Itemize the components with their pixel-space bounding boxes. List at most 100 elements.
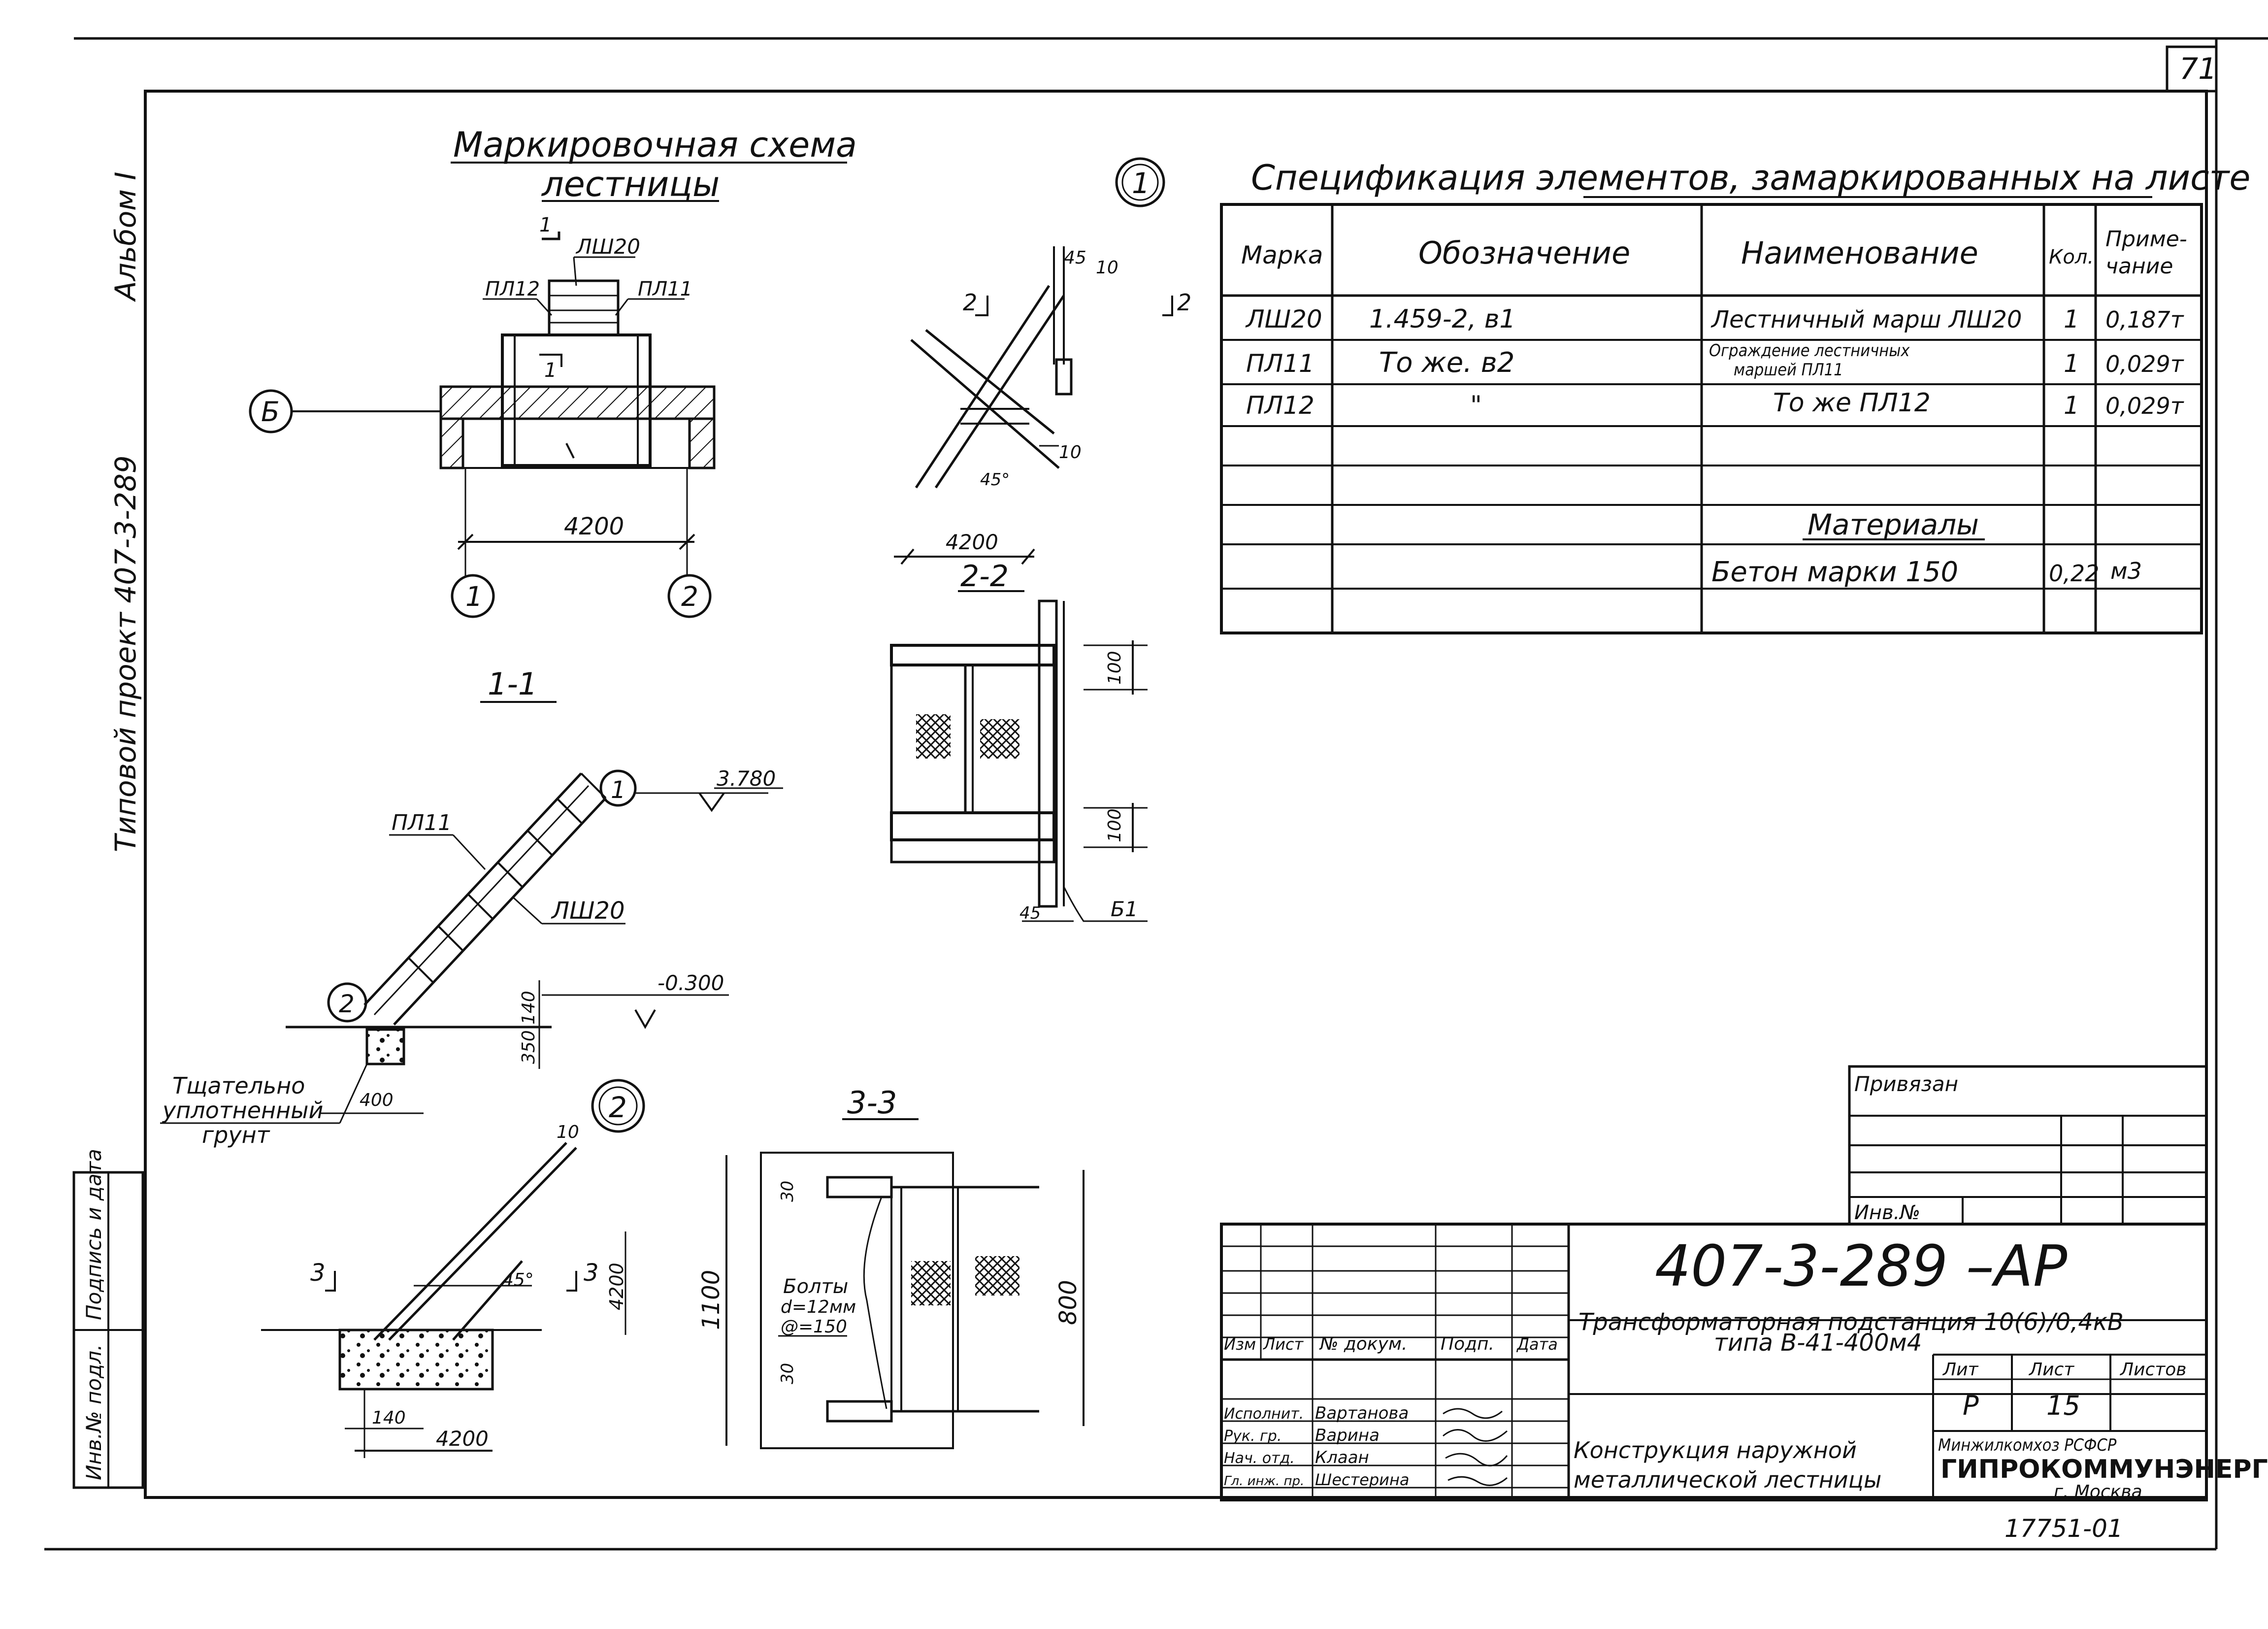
row3-note: 0,029т — [2105, 393, 2184, 419]
svg-text:Гл. инж. пр.: Гл. инж. пр. — [1224, 1474, 1304, 1489]
material-qty: 0,22 — [2049, 560, 2099, 587]
section-3-3-title: 3-3 — [847, 1085, 897, 1121]
dim-1100: 1100 — [697, 1270, 725, 1330]
org-line-2: ГИПРОКОММУНЭНЕРГО — [1940, 1455, 2268, 1484]
soil-note-3: грунт — [202, 1122, 270, 1148]
svg-text:100: 100 — [1105, 651, 1125, 685]
signed-label: Подпись и дата — [82, 1149, 106, 1320]
hdr-doc: № докум. — [1319, 1334, 1407, 1354]
soil-note-2: уплотненный — [162, 1097, 323, 1124]
hdr-lit: Лит — [1942, 1360, 1978, 1380]
pl11-label: ПЛ11 — [638, 278, 692, 300]
hdr-date: Дата — [1516, 1335, 1558, 1354]
section-1-1: 1-1 1 3.780 ПЛ11 ЛШ20 2 -0.30 — [160, 666, 783, 1148]
svg-text:45°: 45° — [502, 1270, 534, 1290]
node1-dim-4200: 4200 — [946, 530, 998, 554]
axis-b: Б — [261, 396, 280, 428]
hdr-sign: Подп. — [1441, 1334, 1494, 1354]
svg-text:Исполнит.: Исполнит. — [1224, 1405, 1304, 1423]
section-1-1-title: 1-1 — [488, 666, 537, 702]
cut-2-left: 2 — [963, 289, 977, 316]
col-designation: Обозначение — [1418, 235, 1630, 271]
materials-header: Материалы — [1808, 508, 1979, 541]
row2-note: 0,029т — [2105, 351, 2184, 377]
row1-designation: 1.459-2, в1 — [1369, 304, 1516, 334]
bolts-label-2: d=12мм — [781, 1297, 856, 1317]
col-mark: Марка — [1241, 241, 1323, 269]
section-node-2: 2 — [339, 990, 355, 1018]
drawing-name-2: металлической лестницы — [1574, 1466, 1881, 1493]
lsh20-leader: ЛШ20 — [551, 897, 625, 925]
spec-title: Спецификация элементов, замаркированных … — [1251, 158, 2251, 198]
pl11-leader: ПЛ11 — [392, 810, 452, 835]
album-label: Альбом I — [109, 172, 142, 302]
col-name: Наименование — [1741, 235, 1978, 271]
svg-text:1: 1 — [544, 359, 557, 382]
elev-top: 3.780 — [717, 766, 776, 791]
svg-text:Рук. гр.: Рук. гр. — [1224, 1428, 1282, 1445]
section-3-3: 3-3 1100 800 30 30 Болты d=12мм @=150 — [697, 1085, 1085, 1449]
bolts-label-3: @=150 — [781, 1317, 847, 1337]
row1-note: 0,187т — [2105, 306, 2184, 333]
svg-text:350: 350 — [519, 1030, 539, 1064]
col-note-2: чание — [2105, 254, 2173, 279]
svg-text:10: 10 — [557, 1122, 579, 1142]
row1-name: Лестничный марш ЛШ20 — [1710, 306, 2022, 333]
dim-4200-plan: 4200 — [564, 513, 624, 540]
row2-designation: То же. в2 — [1379, 347, 1514, 379]
svg-text:Вартанова: Вартанова — [1315, 1403, 1409, 1423]
stage-value: Р — [1963, 1390, 1979, 1421]
binding-inv: Инв.№ — [1854, 1201, 1920, 1224]
dim-800: 800 — [1054, 1280, 1082, 1325]
row3-designation: " — [1470, 391, 1482, 420]
svg-text:4200: 4200 — [436, 1427, 489, 1451]
svg-text:Клаан: Клаан — [1315, 1448, 1369, 1467]
row3-mark: ПЛ12 — [1246, 391, 1315, 420]
sheet-frame: 71 — [44, 37, 2268, 1551]
sheet-number: 71 — [2179, 52, 2217, 86]
svg-text:1: 1 — [539, 214, 552, 236]
svg-text:45°: 45° — [980, 470, 1010, 490]
svg-text:30: 30 — [778, 1181, 797, 1202]
section-2-2-detail: 100 100 45 Б1 — [890, 599, 1148, 923]
cut-2-right: 2 — [1177, 289, 1191, 316]
pl12-label: ПЛ12 — [485, 278, 540, 300]
org-line-1: Минжилкомхоз РСФСР — [1938, 1435, 2117, 1455]
svg-text:4200: 4200 — [606, 1263, 627, 1310]
cut-3-right: 3 — [584, 1259, 599, 1287]
marking-scheme: Маркировочная схема лестницы 1 ЛШ20 ПЛ12… — [249, 125, 857, 618]
svg-text:Шестерина: Шестерина — [1315, 1470, 1409, 1489]
row2-name: Ограждение лестничных — [1709, 341, 1910, 361]
section-2-2-title: 2-2 — [960, 559, 1009, 594]
marking-title-2: лестницы — [541, 164, 720, 204]
axis-2: 2 — [681, 581, 698, 612]
svg-text:30: 30 — [778, 1363, 797, 1384]
drawing-name-1: Конструкция наружной — [1574, 1437, 1857, 1463]
cut-3-left: 3 — [310, 1259, 326, 1287]
material-name: Бетон марки 150 — [1711, 556, 1958, 588]
sheet-value: 15 — [2046, 1390, 2080, 1421]
org-line-3: г. Москва — [2054, 1482, 2142, 1502]
material-unit: м3 — [2110, 558, 2142, 584]
archive-number: 17751-01 — [2005, 1514, 2123, 1543]
svg-text:10: 10 — [1096, 258, 1118, 278]
binding-label: Привязан — [1854, 1072, 1958, 1096]
hdr-list: Лист — [1263, 1335, 1304, 1354]
row2-name-2: маршей ПЛ11 — [1734, 360, 1843, 380]
col-qty: Кол. — [2049, 246, 2094, 268]
row2-mark: ПЛ11 — [1246, 349, 1315, 378]
svg-text:45: 45 — [1019, 903, 1041, 923]
hdr-sheets: Листов — [2119, 1360, 2186, 1380]
binding-block: Привязан Инв.№ — [1848, 1065, 2208, 1226]
col-note-1: Приме- — [2105, 227, 2187, 252]
bolts-label-1: Болты — [783, 1275, 848, 1298]
soil-note-1: Тщательно — [172, 1072, 305, 1099]
object-line-1: Трансформаторная подстанция 10(6)/0,4кВ — [1578, 1308, 2124, 1336]
row3-name: То же ПЛ12 — [1773, 388, 1931, 418]
hdr-sheet: Лист — [2028, 1360, 2074, 1380]
node-1-label: 1 — [1132, 166, 1150, 200]
elev-bottom: -0.300 — [657, 971, 724, 995]
project-code: 407-3-289 –АР — [1655, 1233, 2068, 1299]
row1-qty: 1 — [2064, 305, 2079, 333]
marking-title-1: Маркировочная схема — [453, 125, 857, 165]
